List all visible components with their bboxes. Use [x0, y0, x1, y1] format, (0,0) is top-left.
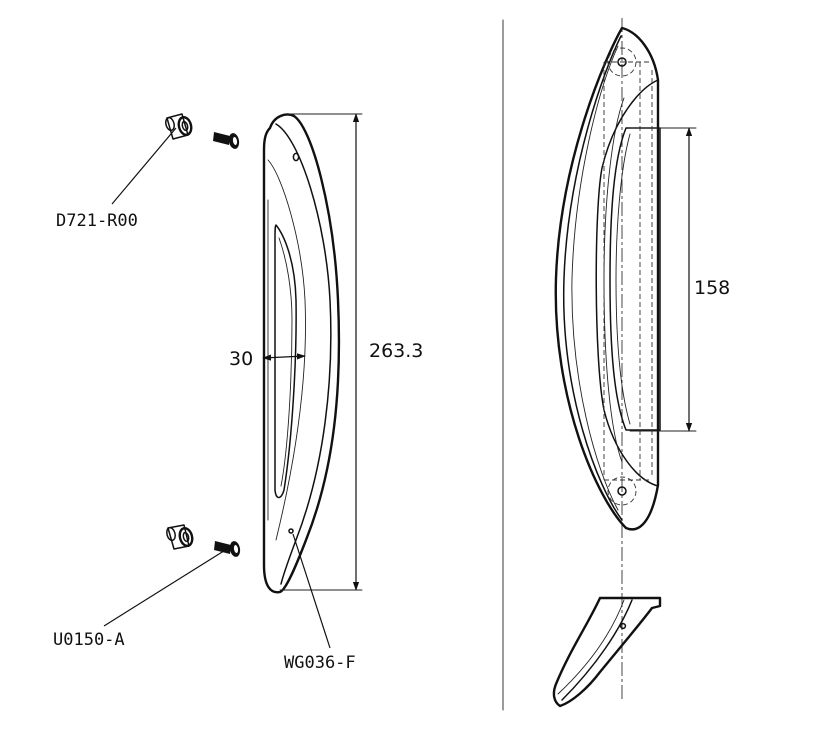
screw-top: [213, 132, 240, 149]
leader-handle: [292, 533, 331, 649]
screw-bottom: [214, 541, 241, 557]
label-dim-spacing: 158: [694, 277, 730, 299]
dim-158: [629, 127, 697, 432]
cap-bottom: [166, 524, 194, 550]
leader-screw: [103, 548, 228, 627]
leader-cap: [111, 127, 177, 205]
cap-top: [165, 113, 193, 140]
right-front-view: 158: [552, 18, 730, 708]
label-screw-part: U0150-A: [53, 630, 125, 650]
mount-hole-bottom: [607, 476, 637, 506]
mount-hole-top: [607, 47, 637, 77]
handle-side-view: [262, 113, 341, 594]
label-dim-length: 263.3: [369, 340, 423, 362]
label-dim-depth: 30: [229, 348, 253, 370]
left-side-view: D721-R00 U0150-A WG036-F 30 263.3: [53, 113, 423, 673]
label-handle-part: WG036-F: [284, 653, 356, 673]
dim-30: [262, 353, 306, 361]
dim-263: [279, 113, 363, 591]
label-cap-part: D721-R00: [56, 211, 138, 231]
handle-end-section: [552, 596, 662, 708]
